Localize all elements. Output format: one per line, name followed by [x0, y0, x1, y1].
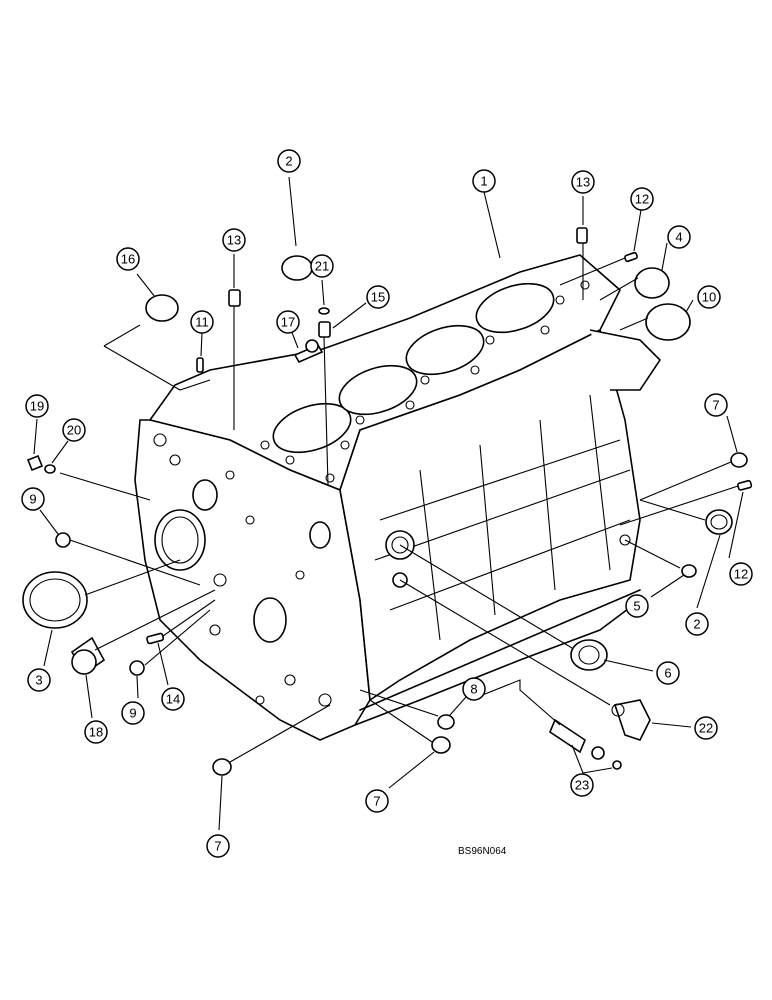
callout-2-right: 2 — [685, 612, 709, 636]
svg-text:2: 2 — [285, 154, 292, 169]
svg-text:4: 4 — [675, 230, 682, 245]
callout-20: 20 — [62, 418, 86, 442]
callout-11: 11 — [190, 310, 214, 334]
callout-18: 18 — [84, 720, 108, 744]
callout-6: 6 — [656, 661, 680, 685]
svg-text:18: 18 — [89, 725, 103, 740]
callout-22: 22 — [694, 716, 718, 740]
callout-23: 23 — [570, 773, 594, 797]
callout-12-top: 12 — [630, 187, 654, 211]
svg-text:11: 11 — [195, 315, 209, 330]
callout-9-upper: 9 — [21, 487, 45, 511]
svg-text:9: 9 — [129, 706, 136, 721]
loose-parts — [22, 227, 753, 776]
svg-text:17: 17 — [281, 315, 295, 330]
svg-text:3: 3 — [35, 673, 42, 688]
svg-text:23: 23 — [575, 778, 589, 793]
svg-text:15: 15 — [371, 290, 385, 305]
callout-3: 3 — [27, 668, 51, 692]
callout-10: 10 — [697, 285, 721, 309]
drawing-code: BS96N064 — [458, 846, 507, 857]
callout-7-right: 7 — [704, 393, 728, 417]
svg-text:12: 12 — [734, 567, 748, 582]
callouts: 1 2 2 3 4 5 6 7 7 7 7 8 9 9 10 11 12 12 … — [21, 149, 753, 858]
callout-1: 1 — [472, 169, 496, 193]
svg-text:6: 6 — [664, 666, 671, 681]
leader-lines — [33, 176, 744, 831]
svg-text:5: 5 — [633, 599, 640, 614]
svg-text:1: 1 — [480, 174, 487, 189]
callout-13-left: 13 — [222, 228, 246, 252]
svg-text:14: 14 — [166, 692, 180, 707]
callout-15: 15 — [366, 285, 390, 309]
callout-19: 19 — [25, 394, 49, 418]
svg-text:2: 2 — [693, 617, 700, 632]
callout-13-right: 13 — [571, 170, 595, 194]
svg-text:12: 12 — [635, 192, 649, 207]
svg-text:10: 10 — [702, 290, 716, 305]
callout-21: 21 — [310, 254, 334, 278]
callout-7-bottom: 7 — [365, 789, 389, 813]
callout-4: 4 — [667, 225, 691, 249]
callout-17: 17 — [276, 310, 300, 334]
svg-text:19: 19 — [30, 399, 44, 414]
svg-text:20: 20 — [67, 423, 81, 438]
callout-2-top: 2 — [277, 149, 301, 173]
callout-5: 5 — [625, 594, 649, 618]
callout-9-lower: 9 — [121, 701, 145, 725]
callout-12-right: 12 — [729, 562, 753, 586]
callout-16: 16 — [116, 247, 140, 271]
svg-text:13: 13 — [227, 233, 241, 248]
svg-text:9: 9 — [29, 492, 36, 507]
callout-14: 14 — [161, 687, 185, 711]
callout-8: 8 — [462, 677, 486, 701]
svg-text:16: 16 — [121, 252, 135, 267]
svg-text:22: 22 — [699, 721, 713, 736]
svg-text:7: 7 — [712, 398, 719, 413]
svg-text:7: 7 — [214, 839, 221, 854]
callout-7-lower-left: 7 — [206, 834, 230, 858]
svg-text:8: 8 — [470, 682, 477, 697]
svg-text:21: 21 — [315, 259, 329, 274]
cylinder-block — [134, 254, 662, 741]
svg-text:13: 13 — [576, 175, 590, 190]
svg-text:7: 7 — [373, 794, 380, 809]
